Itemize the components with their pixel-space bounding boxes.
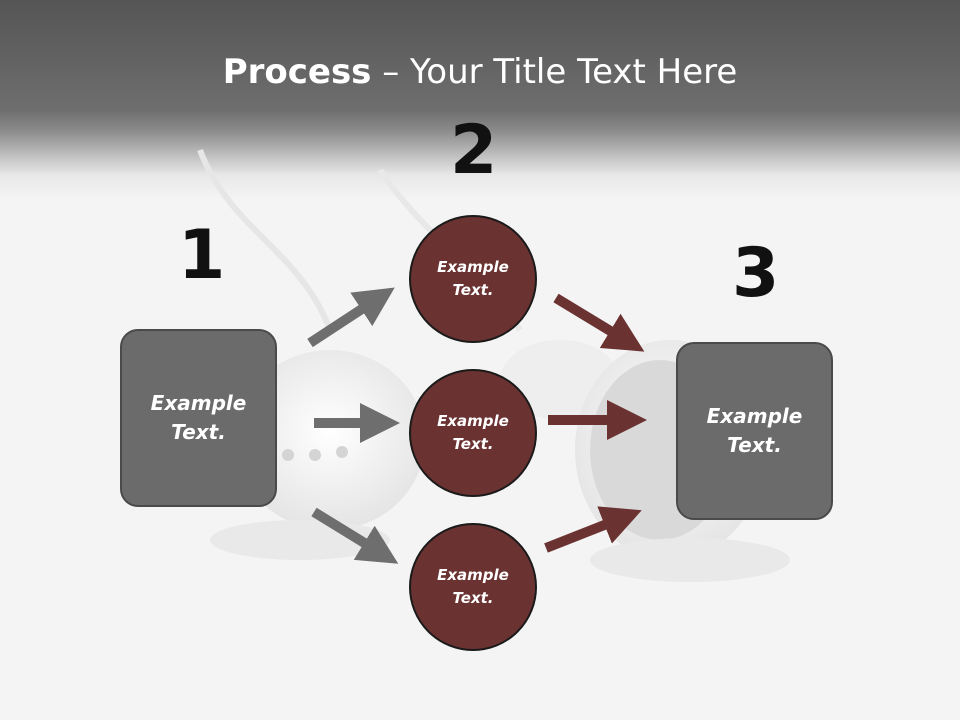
title-rest: – Your Title Text Here (371, 52, 738, 92)
title-bold: Process (222, 52, 372, 92)
step-2-number: 2 (450, 111, 498, 190)
step-1-box: Example Text. (120, 329, 277, 507)
step-2-circle-top: Example Text. (409, 215, 537, 343)
step-1-number: 1 (178, 216, 226, 295)
step-2-circle-bottom: Example Text. (409, 523, 537, 651)
step-3-box: Example Text. (676, 342, 833, 520)
step-2-circle-middle: Example Text. (409, 369, 537, 497)
title-banner (0, 0, 960, 200)
step-3-number: 3 (732, 234, 780, 313)
step-3-label: Example Text. (706, 404, 803, 457)
step-2-circle-bottom-label: Example Text. (437, 566, 509, 607)
page-title: Process – Your Title Text Here (0, 52, 960, 92)
step-2-circle-middle-label: Example Text. (437, 412, 509, 453)
step-2-circle-top-label: Example Text. (437, 258, 509, 299)
step-1-label: Example Text. (150, 391, 247, 444)
